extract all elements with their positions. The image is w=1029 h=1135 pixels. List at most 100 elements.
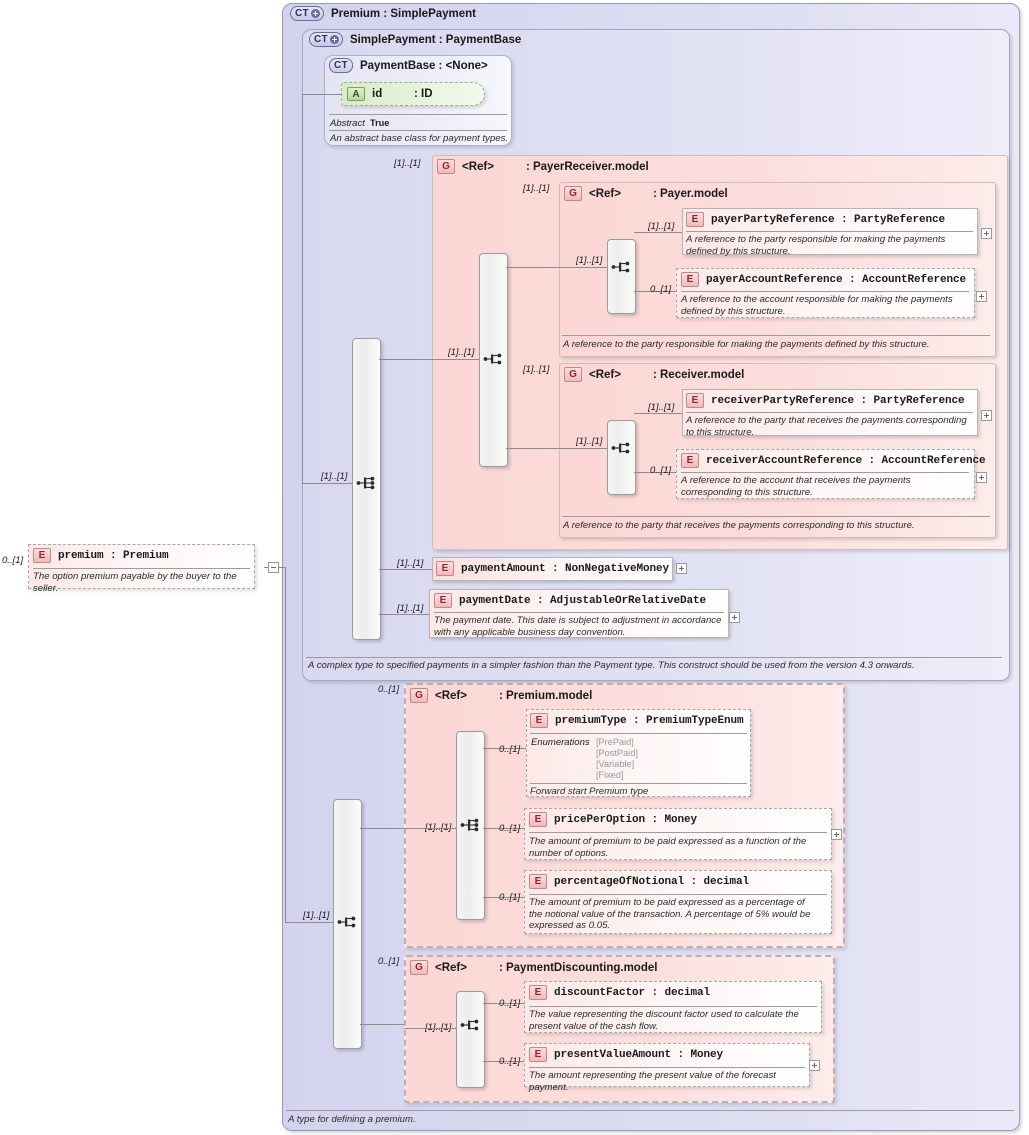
- element-percentageofnotional-box[interactable]: [524, 870, 832, 934]
- group-paymentdiscounting-ref: <Ref>: [435, 961, 467, 974]
- sequence-icon: [337, 916, 356, 928]
- sequence-compositor-premium[interactable]: [333, 799, 362, 1049]
- sequence-compositor-receiver[interactable]: [607, 420, 636, 495]
- line-paymentbase-spine: [302, 94, 303, 484]
- payeraccountreference-doc: A reference to the account responsible f…: [681, 294, 953, 317]
- complextype-premium-header[interactable]: CT Premium : SimplePayment: [290, 6, 476, 21]
- paymentbase-doc: An abstract base class for payment types…: [330, 133, 509, 144]
- line-payer-to-acctref: [634, 291, 682, 292]
- group-icon: G: [564, 367, 582, 382]
- element-presentvalueamount-header[interactable]: E presentValueAmount : Money: [529, 1047, 723, 1062]
- group-receiver-name: : Receiver.model: [652, 368, 745, 381]
- element-premiumtype-box[interactable]: [526, 709, 751, 797]
- element-paymentdate-title: paymentDate : AdjustableOrRelativeDate: [459, 594, 707, 607]
- complextype-paymentbase-header[interactable]: CT PaymentBase : <None>: [329, 58, 488, 73]
- expand-toggle-payerpartyreference[interactable]: [981, 228, 992, 239]
- element-percentageofnotional-title: percentageOfNotional : decimal: [554, 875, 750, 888]
- element-discountfactor-box[interactable]: [524, 981, 822, 1033]
- sequence-compositor-payerreceiver[interactable]: [479, 253, 508, 467]
- sequence-icon: [611, 442, 630, 454]
- line-to-payer-seq: [559, 267, 607, 268]
- element-priceperoption-title: pricePerOption : Money: [554, 813, 698, 826]
- element-premium-root-header[interactable]: E premium : Premium: [33, 548, 169, 563]
- premiumtype-enum-3: [Fixed]: [596, 770, 624, 780]
- sequence-icon: [356, 476, 375, 490]
- element-paymentdate-header[interactable]: E paymentDate : AdjustableOrRelativeDate: [434, 593, 706, 608]
- element-premium-root-box[interactable]: [28, 544, 255, 589]
- element-payeraccountreference-header[interactable]: E payerAccountReference : AccountReferen…: [681, 272, 966, 287]
- group-payer-header[interactable]: G <Ref> : Payer.model: [564, 186, 728, 201]
- presentvalueamount-doc: The amount representing the present valu…: [529, 1070, 776, 1093]
- element-receiveraccountreference-title: receiverAccountReference : AccountRefere…: [706, 454, 986, 467]
- element-percentageofnotional-header[interactable]: E percentageOfNotional : decimal: [529, 874, 749, 889]
- element-receiverpartyreference-header[interactable]: E receiverPartyReference : PartyReferenc…: [686, 393, 965, 408]
- expand-toggle-payeraccountreference[interactable]: [976, 291, 987, 302]
- attribute-id-header[interactable]: A id: [347, 87, 382, 101]
- element-receiveraccountreference-header[interactable]: E receiverAccountReference : AccountRefe…: [681, 453, 986, 468]
- element-payerpartyreference-header[interactable]: E payerPartyReference : PartyReference: [686, 212, 945, 227]
- element-priceperoption-header[interactable]: E pricePerOption : Money: [529, 812, 697, 827]
- line-discounting-to-discountfactor: [483, 1003, 526, 1004]
- expand-toggle-presentvalueamount[interactable]: [809, 1060, 820, 1071]
- element-discountfactor-header[interactable]: E discountFactor : decimal: [529, 985, 710, 1000]
- expand-toggle-receiverpartyreference[interactable]: [981, 410, 992, 421]
- element-priceperoption-box[interactable]: [524, 808, 832, 860]
- expand-toggle-priceperoption[interactable]: [831, 829, 842, 840]
- cardinality-receiver: [1]..[1]: [523, 364, 550, 375]
- paymentdate-sep: [434, 612, 724, 613]
- payer-doc: A reference to the party responsible for…: [563, 339, 930, 350]
- element-paymentdate-box[interactable]: [429, 589, 729, 638]
- cardinality-percentageofnotional: 0..[1]: [499, 892, 521, 903]
- payerpartyreference-sep: [686, 231, 973, 232]
- cardinality-premiumtype: 0..[1]: [499, 744, 521, 755]
- element-icon: E: [681, 453, 699, 468]
- collapse-toggle-premium[interactable]: [268, 562, 279, 573]
- group-receiver-ref: <Ref>: [589, 368, 621, 381]
- element-icon: E: [436, 561, 454, 576]
- percentageofnotional-sep: [529, 894, 827, 895]
- expand-toggle-paymentamount[interactable]: [676, 563, 687, 574]
- group-receiver-header[interactable]: G <Ref> : Receiver.model: [564, 367, 744, 382]
- complextype-expand-icon[interactable]: CT: [309, 32, 343, 47]
- complextype-simplepayment-header[interactable]: CT SimplePayment : PaymentBase: [309, 32, 521, 47]
- premiumtype-doc: Forward start Premium type: [530, 786, 649, 797]
- group-payer-name: : Payer.model: [652, 187, 728, 200]
- element-icon: E: [529, 874, 547, 889]
- group-premiummodel-header[interactable]: G <Ref> : Premium.model: [410, 688, 592, 703]
- element-receiverpartyreference-title: receiverPartyReference : PartyReference: [711, 394, 965, 407]
- attribute-connector: [326, 94, 341, 95]
- cardinality-paymentamount: [1]..[1]: [397, 558, 424, 569]
- group-icon: G: [410, 688, 428, 703]
- line-discounting-to-presentvalue: [483, 1061, 526, 1062]
- element-payeraccountreference-box[interactable]: [676, 268, 975, 318]
- group-premiummodel-name: : Premium.model: [498, 689, 593, 702]
- sequence-icon: [611, 261, 630, 273]
- premium-root-sep: [33, 568, 250, 569]
- expand-toggle-paymentdate[interactable]: [729, 612, 740, 623]
- group-payerreceiver-name: : PayerReceiver.model: [525, 160, 649, 173]
- premium-root-doc: The option premium payable by the buyer …: [33, 571, 237, 594]
- complextype-premium-title: Premium : SimplePayment: [330, 7, 477, 20]
- expand-toggle-receiveraccountreference[interactable]: [976, 472, 987, 483]
- line-payerreceiver-to-receiver: [506, 448, 559, 449]
- element-discountfactor-title: discountFactor : decimal: [554, 986, 711, 999]
- sequence-compositor-simplepayment[interactable]: [352, 338, 381, 640]
- element-receiveraccountreference-box[interactable]: [676, 449, 975, 499]
- premium-doc: A type for defining a premium.: [288, 1114, 416, 1125]
- element-icon: E: [686, 393, 704, 408]
- group-paymentdiscounting-header[interactable]: G <Ref> : PaymentDiscounting.model: [410, 960, 657, 975]
- element-presentvalueamount-box[interactable]: [524, 1043, 810, 1087]
- line-seq-to-paymentamount: [379, 569, 432, 570]
- element-paymentamount-header[interactable]: E paymentAmount : NonNegativeMoney: [436, 561, 669, 576]
- attribute-id-box[interactable]: [341, 82, 485, 106]
- complextype-badge-label: CT: [314, 34, 328, 45]
- element-premiumtype-header[interactable]: E premiumType : PremiumTypeEnum: [530, 713, 744, 728]
- line-premiummodel-to-premiumtype: [483, 748, 526, 749]
- complextype-expand-icon[interactable]: CT: [290, 6, 324, 21]
- element-paymentamount-box[interactable]: [432, 557, 673, 581]
- group-payerreceiver-header[interactable]: G <Ref> : PayerReceiver.model: [437, 159, 649, 174]
- sequence-compositor-paymentdiscounting[interactable]: [456, 991, 485, 1088]
- line-to-paymentdiscounting-seq: [404, 1028, 456, 1029]
- sequence-compositor-payer[interactable]: [607, 239, 636, 314]
